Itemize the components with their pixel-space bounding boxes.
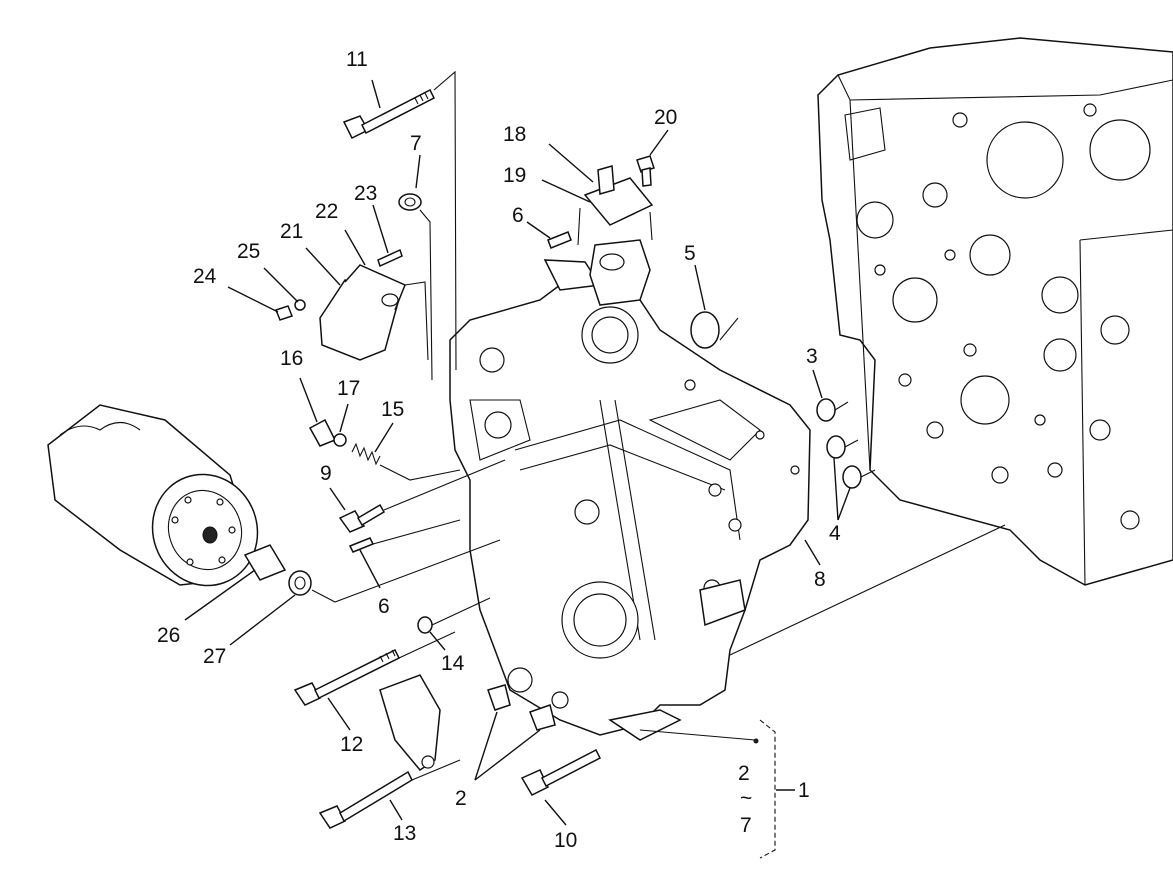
spring-15 xyxy=(351,442,381,466)
o-ring-4b xyxy=(842,465,862,489)
callout-1: 1 xyxy=(798,779,810,802)
callout-8: 8 xyxy=(814,568,826,591)
callout-10: 10 xyxy=(554,829,577,852)
callout-3: 3 xyxy=(806,345,818,368)
bolt-20 xyxy=(636,155,655,187)
cylinder-block xyxy=(817,37,1173,586)
cover-18 xyxy=(583,165,654,226)
bracket xyxy=(379,674,441,771)
callout-16: 16 xyxy=(280,347,303,370)
ball-17 xyxy=(333,433,347,447)
dowel-pin-6-lower xyxy=(348,537,375,553)
callout-27: 27 xyxy=(203,645,226,668)
callout-14: 14 xyxy=(441,652,465,675)
sleeve-16 xyxy=(308,418,337,447)
callout-11: 11 xyxy=(346,48,368,71)
assembly-bracket xyxy=(753,719,795,859)
callout-20: 20 xyxy=(654,106,677,129)
callout-tilde: ~ xyxy=(740,787,752,810)
stud-23 xyxy=(377,248,403,268)
plug-2b xyxy=(529,704,556,731)
callout-23: 23 xyxy=(354,182,377,205)
nut-24 xyxy=(275,305,293,321)
callout-15: 15 xyxy=(381,398,404,421)
gasket-27 xyxy=(288,570,312,596)
callout-13: 13 xyxy=(393,822,416,845)
o-ring-3 xyxy=(816,398,836,422)
callout-9: 9 xyxy=(320,462,332,485)
cover-plate-21 xyxy=(319,264,406,361)
washer-14 xyxy=(417,616,433,634)
o-ring-5 xyxy=(690,311,720,349)
callout-12: 12 xyxy=(340,733,363,756)
leader-lines xyxy=(184,70,1006,826)
callout-18: 18 xyxy=(503,123,526,146)
bolt-11 xyxy=(342,88,436,140)
oil-seal-7 xyxy=(398,193,422,211)
callout-24: 24 xyxy=(193,265,217,288)
callout-19: 19 xyxy=(503,164,526,187)
washer-25 xyxy=(294,299,306,311)
callout-26: 26 xyxy=(157,624,180,647)
dowel-pin-6-upper xyxy=(547,231,572,249)
callout-5: 5 xyxy=(684,242,696,265)
callout-17: 17 xyxy=(337,377,360,400)
plug-2a xyxy=(487,684,511,711)
callout-6-lower: 6 xyxy=(378,595,390,618)
callout-21: 21 xyxy=(280,220,303,243)
bolt-9 xyxy=(338,503,386,533)
callout-2-lower: 2 xyxy=(455,787,467,810)
gear-case xyxy=(449,239,811,741)
callout-2-range-start: 2 xyxy=(738,762,750,785)
callout-4: 4 xyxy=(829,522,841,545)
fitting-26 xyxy=(243,544,287,581)
callout-7-range-end: 7 xyxy=(740,814,752,837)
o-ring-4a xyxy=(826,435,846,459)
bolt-13 xyxy=(318,770,413,829)
callout-6-upper: 6 xyxy=(512,204,524,227)
oil-filter-26 xyxy=(47,404,259,587)
callout-labels: 11 7 23 22 21 25 24 16 17 15 9 6 18 19 2… xyxy=(157,48,841,852)
callout-25: 25 xyxy=(237,240,260,263)
callout-22: 22 xyxy=(315,200,338,223)
callout-7-top: 7 xyxy=(410,132,422,155)
bolt-10 xyxy=(520,748,602,796)
